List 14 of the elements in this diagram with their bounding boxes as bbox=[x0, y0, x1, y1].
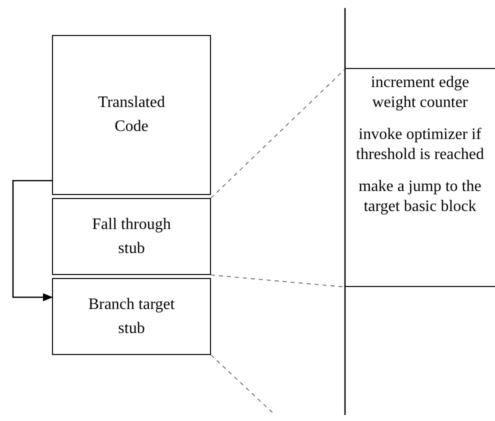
block-label: Fall through stub bbox=[91, 214, 172, 258]
code-block bbox=[52, 278, 211, 355]
arrow bbox=[12, 180, 53, 302]
memory-region bbox=[345, 68, 495, 287]
step-text: increment edge weight counter bbox=[370, 73, 470, 113]
code-block bbox=[52, 35, 211, 195]
block-label: Branch target stub bbox=[87, 294, 176, 338]
block-label: Translated Code bbox=[97, 93, 166, 137]
dashed-line bbox=[210, 68, 346, 198]
dashed-line bbox=[210, 354, 276, 416]
step-text: invoke optimizer if threshold is reached bbox=[356, 125, 484, 165]
code-block bbox=[52, 198, 211, 275]
step-text: make a jump to the target basic block bbox=[358, 177, 482, 217]
dashed-line bbox=[210, 274, 346, 288]
